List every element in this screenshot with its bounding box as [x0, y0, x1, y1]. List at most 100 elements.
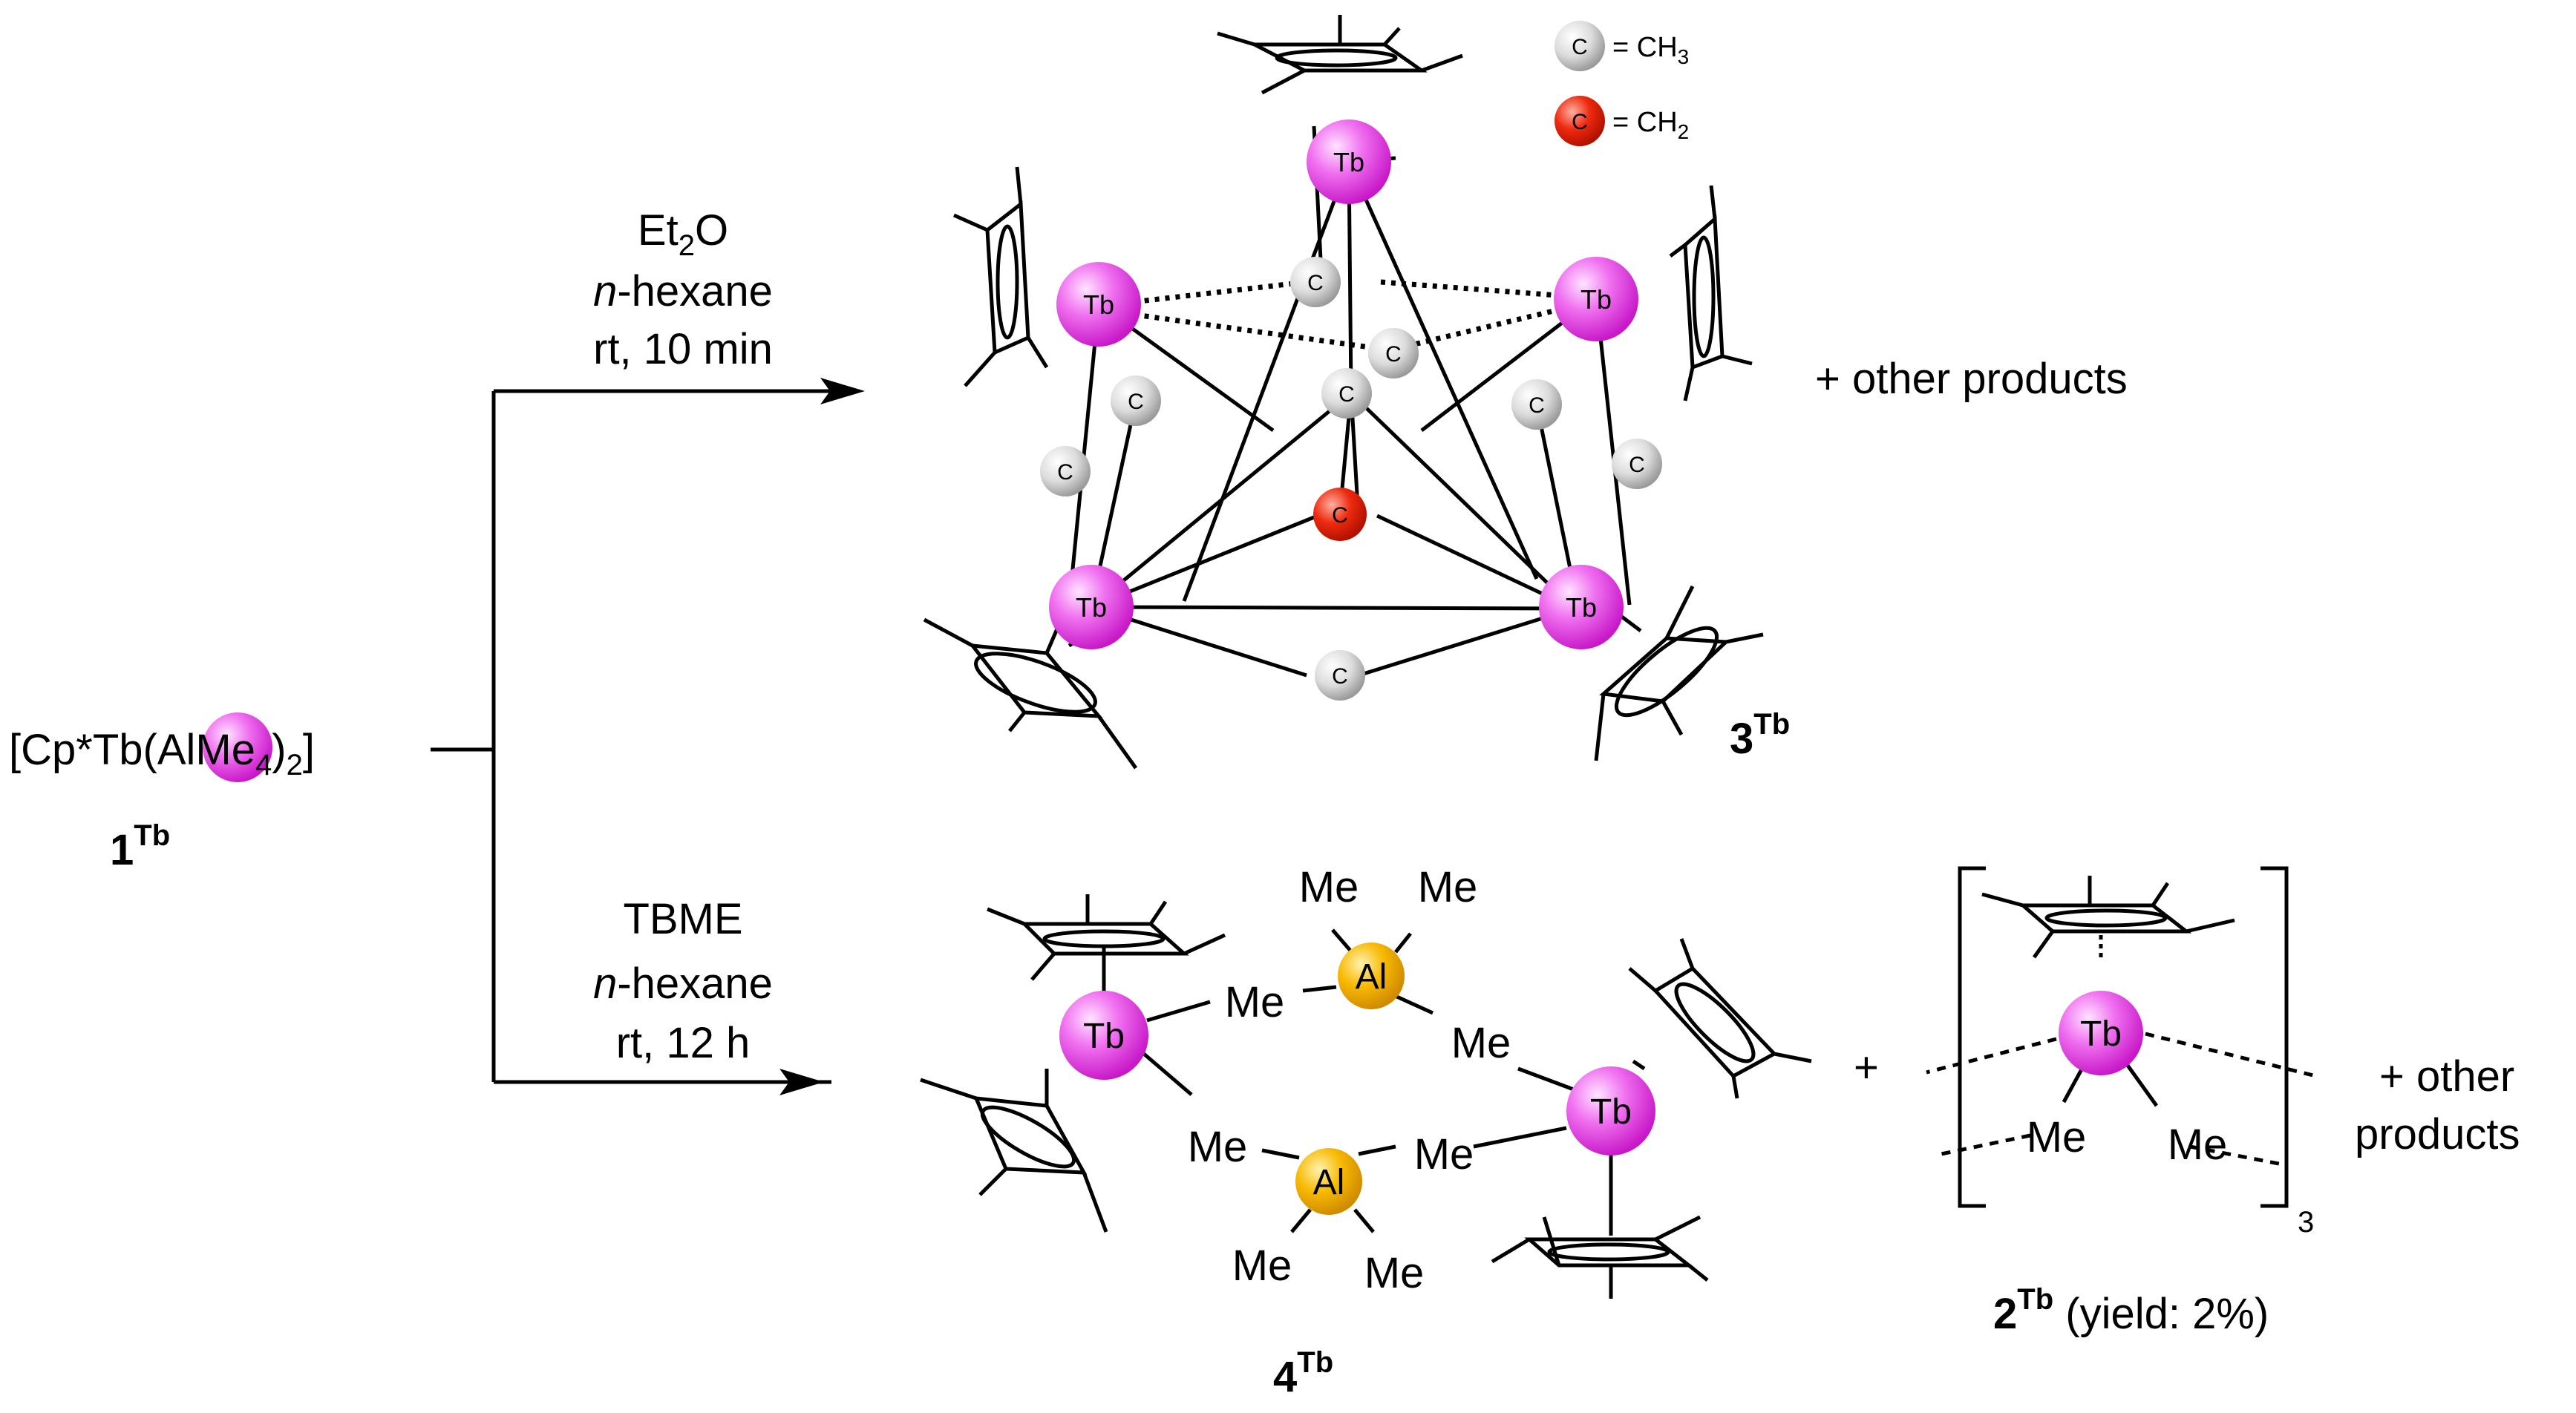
- ch2-atom: [1313, 488, 1367, 541]
- bottom-conditions: TBME n-hexane rt, 12 h: [593, 895, 773, 1067]
- c-label: C: [1629, 453, 1645, 477]
- top-conditions-text: rt, 10 min: [593, 325, 773, 373]
- reactant-label: 1Tb: [110, 819, 170, 874]
- brackets-2: [1958, 866, 2289, 1208]
- legend-ch3-c: C: [1572, 35, 1588, 59]
- legend: C = CH3 C = CH2: [1555, 21, 1689, 146]
- compound-3tb: C C C C C C C C C Tb Tb Tb Tb Tb 3Tb: [923, 15, 1790, 770]
- cp-star-3-left: [952, 166, 1049, 387]
- legend-ch3-sphere: [1555, 21, 1605, 71]
- bonds-4: [1075, 928, 1646, 1236]
- me-label: Me: [1299, 863, 1359, 911]
- reactant-formula: [Cp*Tb(AlMe4)2]: [9, 726, 315, 781]
- tb-atom: [1307, 119, 1391, 204]
- product-4-label: 4Tb: [1273, 1346, 1333, 1401]
- arrowhead-top: [820, 378, 865, 404]
- me-label: Me: [1418, 863, 1478, 911]
- ch2-label: C: [1332, 503, 1348, 528]
- top-other-products: + other products: [1815, 355, 2128, 403]
- tb-label: Tb: [1083, 289, 1114, 320]
- ch3-atom: [1321, 368, 1372, 419]
- polymer-subscript: 3: [2298, 1206, 2314, 1239]
- al-label: Al: [1356, 957, 1387, 997]
- al-atom: [1338, 942, 1405, 1009]
- reaction-arrows: [431, 389, 831, 1084]
- reactant: [Cp*Tb(AlMe4)2] 1Tb: [9, 712, 315, 874]
- cp-star-4-right-upper: [1628, 938, 1812, 1099]
- al-label: Al: [1313, 1163, 1345, 1202]
- tb-spheres-3: [1049, 119, 1638, 649]
- me-label: Me: [1414, 1130, 1474, 1178]
- ch3-atom: [1612, 439, 1662, 489]
- tb-label: Tb: [1590, 1092, 1632, 1132]
- bottom-solvent-2: n-hexane: [593, 960, 773, 1008]
- tb-label: Tb: [2080, 1014, 2122, 1054]
- reactant-tb-sphere: [203, 712, 272, 782]
- arrowhead-bottom: [779, 1069, 824, 1095]
- plus-sign: +: [1854, 1043, 1879, 1092]
- c-label: C: [1057, 460, 1073, 485]
- tb-atom: [1059, 991, 1148, 1080]
- cp-star-3-right: [1669, 185, 1753, 401]
- product-2-label: 2Tb (yield: 2%): [1993, 1283, 2269, 1338]
- tb-label: Tb: [1580, 284, 1612, 315]
- ch3-spheres-3: [1040, 257, 1662, 701]
- ch3-atom: [1040, 446, 1091, 496]
- legend-ch2-text: = CH2: [1612, 107, 1689, 143]
- bonds-2-dashed: [1926, 1032, 2317, 1167]
- tb-atom: [1566, 1066, 1655, 1155]
- labels-4: Al Al Tb Tb Me Me Me Me Me Me Me Me: [1083, 863, 1632, 1297]
- cp-star-3-bottom-left: [923, 617, 1138, 770]
- me-label: Me: [1188, 1123, 1248, 1171]
- me-label: Me: [2027, 1113, 2087, 1161]
- tb-atom: [1049, 565, 1134, 649]
- c-label: C: [1529, 393, 1545, 418]
- tb-label: Tb: [1076, 592, 1107, 623]
- bottom-conditions-text: rt, 12 h: [616, 1019, 751, 1067]
- cp-star-2: [1981, 876, 2235, 959]
- top-conditions: Et2O n-hexane rt, 10 min: [593, 206, 773, 373]
- me-label: Me: [1225, 978, 1285, 1026]
- compound-4tb: Al Al Tb Tb Me Me Me Me Me Me Me Me 4Tb: [920, 863, 1812, 1401]
- c-label: C: [1338, 382, 1355, 407]
- tb-label: Tb: [1083, 1017, 1125, 1056]
- compound-2tb: Tb Me Me 3 2Tb (yield: 2%): [1926, 866, 2317, 1338]
- product-3-label: 3Tb: [1730, 708, 1790, 763]
- bottom-solvent-1: TBME: [623, 895, 742, 943]
- ch3-atom: [1290, 257, 1341, 307]
- ch3-atom: [1368, 328, 1419, 378]
- ch3-atom: [1315, 650, 1365, 701]
- tb-atom: [2059, 991, 2143, 1075]
- ch3-labels-3: C C C C C C C C: [1057, 271, 1645, 689]
- al-atom: [1295, 1148, 1362, 1215]
- tb-label: Tb: [1566, 592, 1597, 623]
- tb-labels-3: Tb Tb Tb Tb Tb: [1076, 147, 1612, 623]
- c-label: C: [1385, 342, 1402, 367]
- me-label: Me: [1364, 1249, 1425, 1297]
- me-label: Me: [2168, 1121, 2228, 1169]
- cp-star-4-bottom-right: [1491, 1215, 1709, 1299]
- legend-ch3-text: = CH3: [1612, 32, 1689, 68]
- me-label: Me: [1451, 1019, 1511, 1067]
- cp-star-3-top: [1217, 15, 1463, 95]
- ch3-atom: [1511, 379, 1562, 430]
- top-solvent-1: Et2O: [638, 206, 728, 262]
- legend-ch2-c: C: [1572, 110, 1588, 134]
- me-label: Me: [1232, 1242, 1292, 1290]
- tb-atom: [1554, 257, 1638, 341]
- tb-atom: [1539, 565, 1624, 649]
- cp-star-4-bottom-left: [920, 1069, 1108, 1233]
- bottom-other-line1: + other: [2379, 1052, 2514, 1101]
- legend-ch2-sphere: [1555, 96, 1605, 146]
- c-label: C: [1307, 271, 1324, 295]
- top-solvent-2: n-hexane: [593, 267, 773, 315]
- bonds-3-dashed: [1113, 279, 1582, 352]
- ch3-atom: [1111, 376, 1161, 426]
- c-label: C: [1128, 390, 1144, 414]
- bottom-other-line2: products: [2355, 1110, 2520, 1158]
- c-label: C: [1332, 664, 1348, 689]
- tb-label: Tb: [1333, 147, 1364, 177]
- cp-star-4-top-left: [987, 894, 1226, 981]
